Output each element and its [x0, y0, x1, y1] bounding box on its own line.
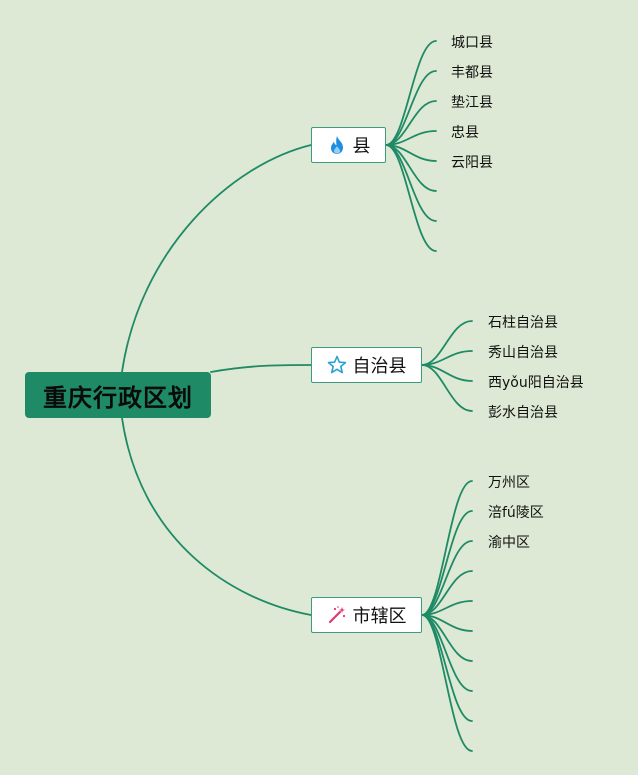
leaf-item[interactable]: 彭水自治县 — [488, 405, 558, 421]
leaf-connector — [421, 614, 473, 692]
leaf-item[interactable]: 石柱自治县 — [488, 315, 558, 331]
leaf-item[interactable]: 渝中区 — [488, 535, 530, 551]
leaf-connector — [421, 510, 473, 616]
star-icon — [327, 355, 347, 375]
leaf-item[interactable]: 涪fú陵区 — [488, 505, 544, 521]
leaf-item[interactable]: 秀山自治县 — [488, 345, 558, 361]
branch-label: 县 — [352, 136, 371, 157]
fire-icon — [327, 135, 347, 155]
root-label: 重庆行政区划 — [43, 383, 193, 412]
branch-label: 市辖区 — [352, 606, 407, 627]
leaf-connector — [385, 144, 437, 222]
leaf-connector — [421, 480, 473, 616]
leaf-item[interactable]: 垫江县 — [451, 95, 493, 111]
branch-node-county[interactable]: 县 — [311, 127, 386, 163]
root-connector-county — [121, 144, 312, 373]
branch-label: 自治县 — [352, 356, 407, 377]
leaf-connector — [385, 144, 437, 252]
leaf-connector — [421, 540, 473, 616]
leaf-connector — [421, 614, 473, 752]
leaf-connector — [385, 70, 437, 146]
branch-node-autonomous-county[interactable]: 自治县 — [311, 347, 422, 383]
leaf-connector — [421, 364, 473, 412]
leaf-item[interactable]: 城口县 — [451, 35, 493, 51]
leaf-item[interactable]: 丰都县 — [451, 65, 493, 81]
leaf-item[interactable]: 万州区 — [488, 475, 530, 491]
magic-wand-icon — [327, 605, 347, 625]
branch-node-district[interactable]: 市辖区 — [311, 597, 422, 633]
root-connector-district — [121, 417, 312, 616]
leaf-item[interactable]: 云阳县 — [451, 155, 493, 171]
leaf-connector — [385, 40, 437, 146]
leaf-item[interactable]: 忠县 — [451, 125, 479, 141]
leaf-item[interactable]: 西yǒu阳自治县 — [488, 375, 584, 391]
root-connector-autonomous-county — [210, 364, 312, 373]
root-node[interactable]: 重庆行政区划 — [25, 372, 211, 418]
